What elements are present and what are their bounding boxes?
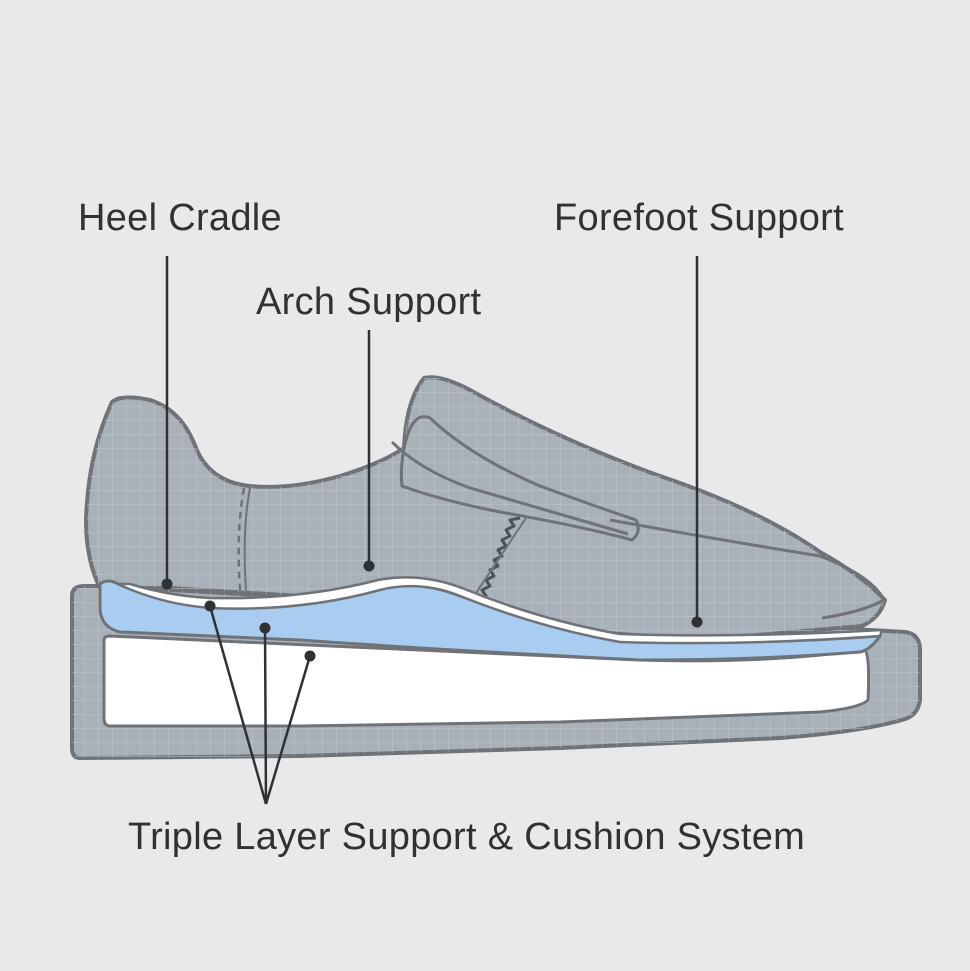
triple-layer-leader-3	[264, 655, 312, 805]
top-sheet-layer	[116, 576, 884, 645]
dot-icon	[204, 600, 216, 612]
vamp-panel	[399, 415, 640, 542]
leader-lines	[165, 256, 699, 805]
dot-icon	[161, 578, 173, 590]
dot-icon	[691, 616, 703, 628]
dashed-seam	[237, 487, 246, 591]
triple-layer-leader-2	[263, 627, 268, 805]
triple-layer-label: Triple Layer Support & Cushion System	[128, 816, 805, 858]
callout-dots	[161, 560, 703, 662]
dot-icon	[259, 622, 271, 634]
triple-layer-leader-1	[208, 605, 268, 805]
zigzag-stitch-icon	[473, 516, 527, 602]
forefoot-support-label: Forefoot Support	[554, 197, 844, 239]
shoe-upper	[84, 375, 887, 642]
dot-icon	[304, 650, 316, 662]
heel-cradle-label: Heel Cradle	[78, 197, 282, 239]
dot-icon	[363, 560, 375, 572]
arch-support-label: Arch Support	[256, 281, 482, 323]
